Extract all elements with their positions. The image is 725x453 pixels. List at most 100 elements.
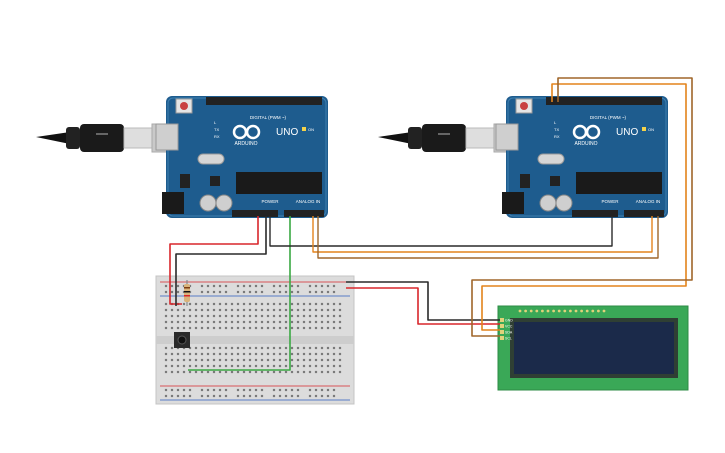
breadboard-hole: [326, 358, 330, 362]
lcd-pin-label: SCL: [505, 337, 512, 341]
breadboard-hole: [272, 284, 276, 288]
breadboard-hole: [302, 302, 306, 306]
breadboard-hole: [338, 326, 342, 330]
breadboard-hole: [326, 326, 330, 330]
breadboard-hole: [302, 364, 306, 368]
breadboard-hole: [230, 308, 234, 312]
breadboard-hole: [242, 352, 246, 356]
led-l-label: L: [214, 120, 217, 125]
breadboard-hole: [248, 326, 252, 330]
breadboard-hole: [284, 290, 288, 294]
breadboard-hole: [242, 320, 246, 324]
breadboard-hole: [212, 388, 216, 392]
breadboard-hole: [326, 302, 330, 306]
breadboard-hole: [212, 326, 216, 330]
breadboard-hole: [272, 358, 276, 362]
breadboard-hole: [296, 302, 300, 306]
lcd-pin: [597, 309, 600, 313]
breadboard-hole: [260, 320, 264, 324]
breadboard-hole: [170, 326, 174, 330]
lcd-pin: [535, 309, 539, 313]
breadboard-hole: [314, 364, 318, 368]
breadboard-hole: [200, 358, 204, 362]
breadboard-hole: [314, 388, 318, 392]
breadboard-hole: [182, 388, 186, 392]
breadboard-hole: [248, 320, 252, 324]
breadboard-hole: [194, 314, 198, 318]
power-label: POWER: [261, 199, 279, 204]
wire-orange-a4: [312, 216, 653, 253]
led-tx-label: TX: [214, 127, 219, 132]
breadboard-hole: [290, 326, 294, 330]
power-header: [572, 210, 618, 217]
breadboard-hole: [170, 358, 174, 362]
lcd-i2c-pin: [500, 324, 504, 328]
usb-cable-right: [378, 123, 511, 153]
breadboard-hole: [206, 388, 210, 392]
breadboard-hole: [254, 308, 258, 312]
breadboard-hole: [206, 284, 210, 288]
arduino-uno-left: DIGITAL (PWM ~) UNO ARDUINO L TX RX ON P…: [155, 96, 328, 218]
breadboard-hole: [320, 302, 324, 306]
breadboard-hole: [188, 320, 192, 324]
breadboard-hole: [266, 314, 270, 318]
breadboard-hole: [188, 352, 192, 356]
breadboard-hole: [254, 388, 258, 392]
breadboard-hole: [164, 290, 168, 294]
breadboard-hole: [218, 314, 222, 318]
power-label: POWER: [601, 199, 619, 204]
breadboard-hole: [224, 352, 228, 356]
breadboard-hole: [260, 290, 264, 294]
breadboard-hole: [338, 302, 342, 306]
breadboard-hole: [290, 358, 294, 362]
breadboard-hole: [296, 284, 300, 288]
breadboard-hole: [200, 326, 204, 330]
breadboard-hole: [266, 352, 270, 356]
breadboard-hole: [206, 314, 210, 318]
breadboard-hole: [308, 290, 312, 294]
digital-header: [206, 97, 322, 105]
breadboard-hole: [176, 388, 180, 392]
breadboard-hole: [182, 308, 186, 312]
breadboard-hole: [308, 388, 312, 392]
breadboard-hole: [266, 320, 270, 324]
breadboard-hole: [206, 308, 210, 312]
breadboard-hole: [218, 320, 222, 324]
breadboard-hole: [308, 302, 312, 306]
breadboard-hole: [200, 388, 204, 392]
board-brand: ARDUINO: [234, 141, 257, 147]
breadboard-hole: [302, 308, 306, 312]
breadboard-hole: [242, 326, 246, 330]
breadboard-hole: [266, 358, 270, 362]
breadboard-hole: [278, 358, 282, 362]
usb-cable-left: [36, 123, 169, 153]
breadboard-hole: [212, 308, 216, 312]
breadboard-hole: [254, 326, 258, 330]
breadboard-hole: [314, 346, 318, 350]
lcd-pin: [569, 309, 572, 313]
breadboard-hole: [242, 308, 246, 312]
breadboard-hole: [254, 320, 258, 324]
breadboard-hole: [314, 302, 318, 306]
breadboard-hole: [194, 320, 198, 324]
breadboard-hole: [188, 358, 192, 362]
breadboard-hole: [236, 320, 240, 324]
breadboard-hole: [224, 388, 228, 392]
breadboard-hole: [176, 308, 180, 312]
breadboard-hole: [188, 364, 192, 368]
breadboard-hole: [248, 388, 252, 392]
breadboard-hole: [320, 370, 324, 374]
breadboard-hole: [260, 302, 264, 306]
breadboard-hole: [272, 388, 276, 392]
breadboard-hole: [218, 302, 222, 306]
breadboard-hole: [188, 302, 192, 306]
breadboard-hole: [230, 370, 234, 374]
breadboard-hole: [272, 370, 276, 374]
breadboard-hole: [236, 358, 240, 362]
breadboard-hole: [236, 284, 240, 288]
breadboard-hole: [302, 358, 306, 362]
breadboard-hole: [266, 326, 270, 330]
breadboard-hole: [254, 302, 258, 306]
breadboard-hole: [200, 370, 204, 374]
